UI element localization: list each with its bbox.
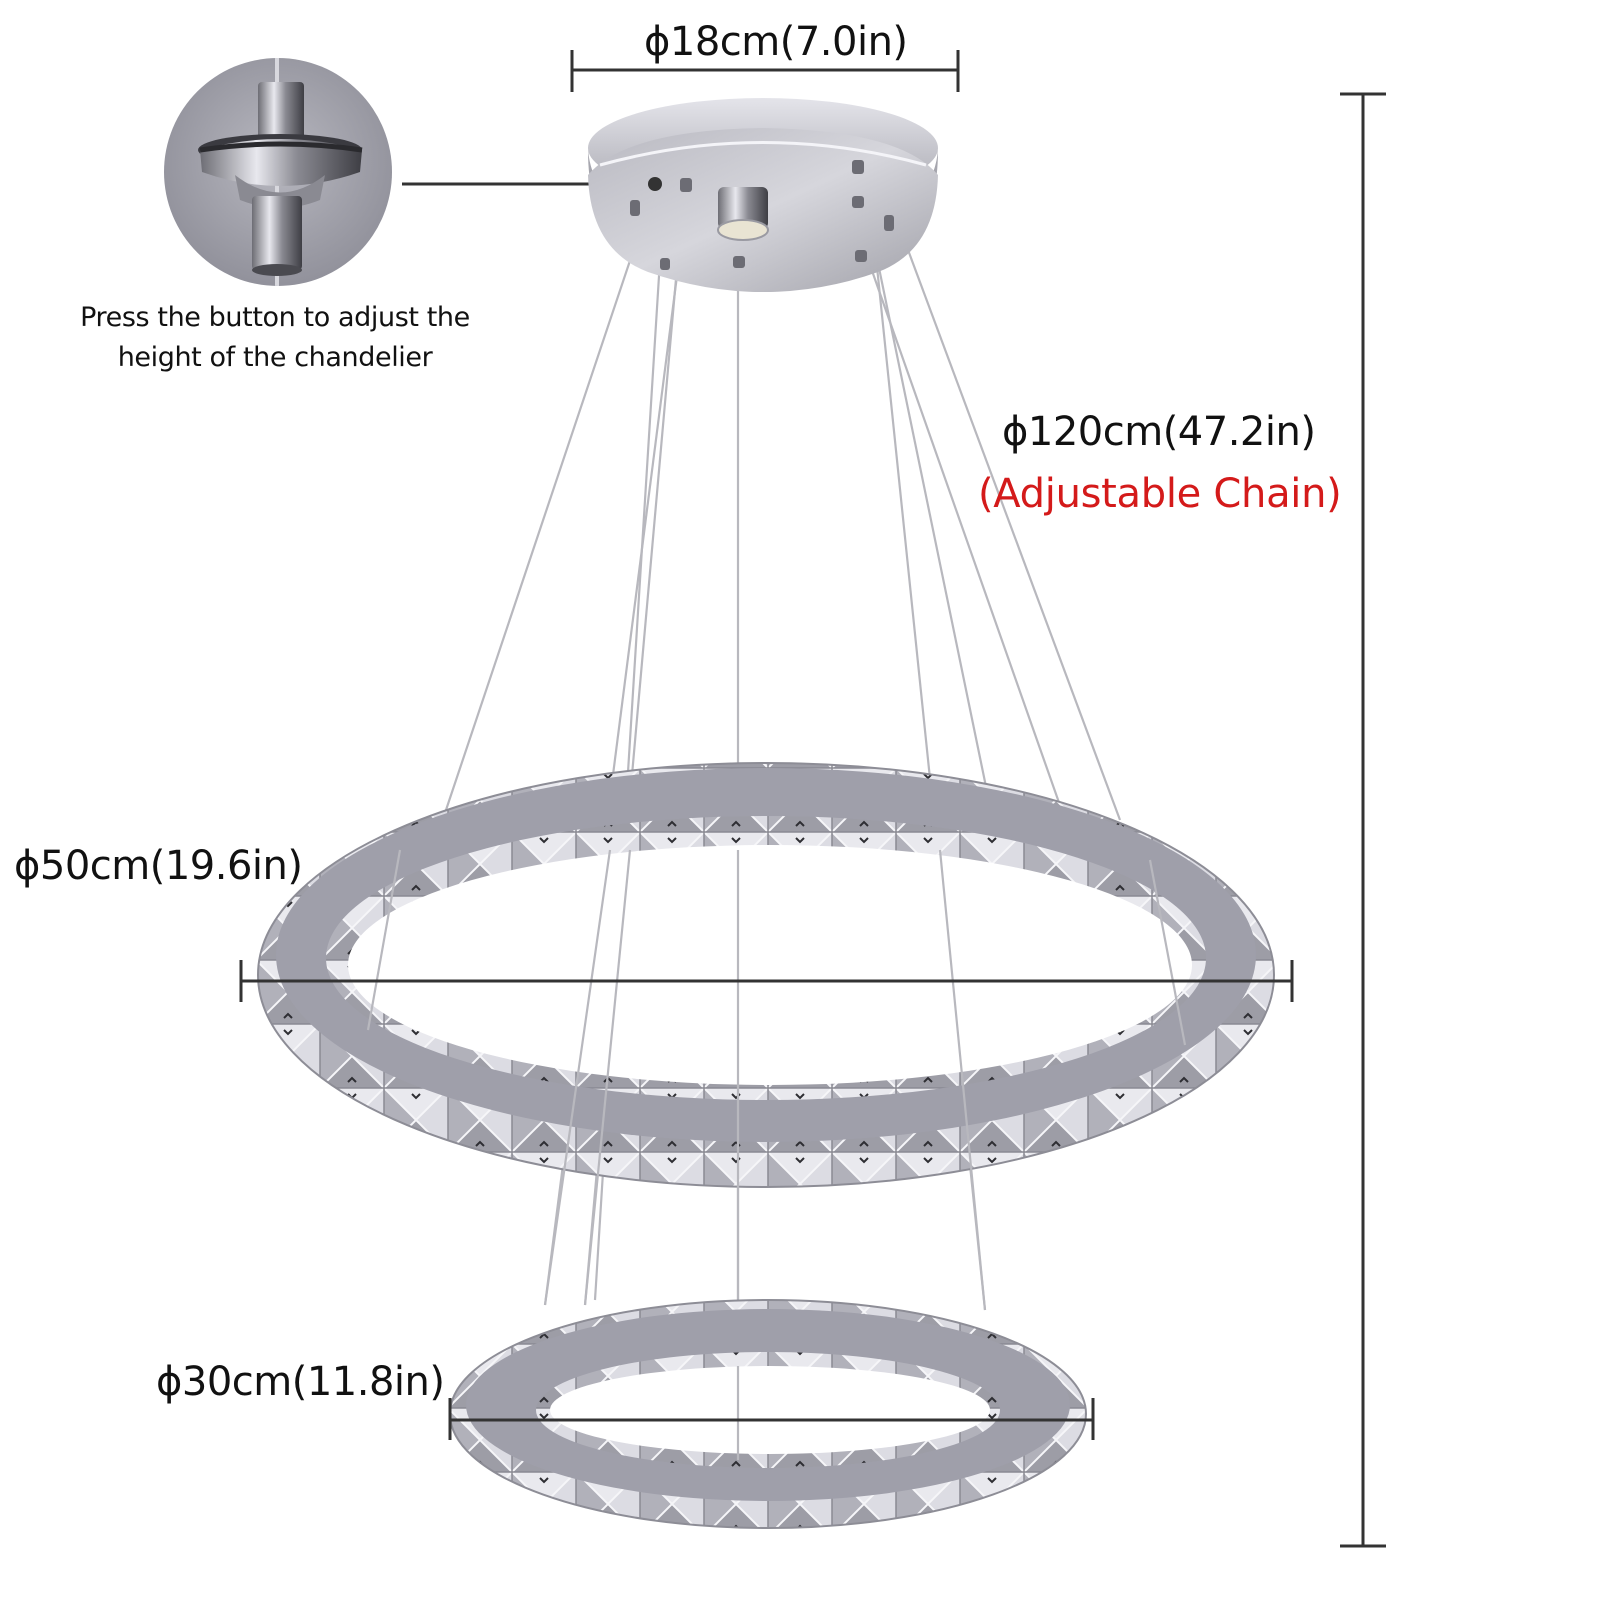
- canopy-diameter-label: ϕ18cm(7.0in): [644, 19, 908, 65]
- height-adjust-callout: Press the button to adjust the height of…: [60, 298, 490, 378]
- dimension-lines: [239, 50, 1386, 1548]
- callout-line-1: Press the button to adjust the: [80, 302, 470, 333]
- height-adjust-button-zoom: [164, 58, 392, 286]
- large-ring-diameter-label: ϕ50cm(19.6in): [14, 843, 303, 889]
- ceiling-canopy: [588, 98, 938, 292]
- large-crystal-ring: [257, 762, 1275, 1188]
- overall-height-label: ϕ120cm(47.2in): [1002, 409, 1316, 455]
- callout-line-2: height of the chandelier: [117, 342, 433, 373]
- small-ring-diameter-label: ϕ30cm(11.8in): [156, 1359, 445, 1405]
- small-crystal-ring: [449, 1299, 1087, 1529]
- adjustable-chain-note: (Adjustable Chain): [978, 471, 1342, 517]
